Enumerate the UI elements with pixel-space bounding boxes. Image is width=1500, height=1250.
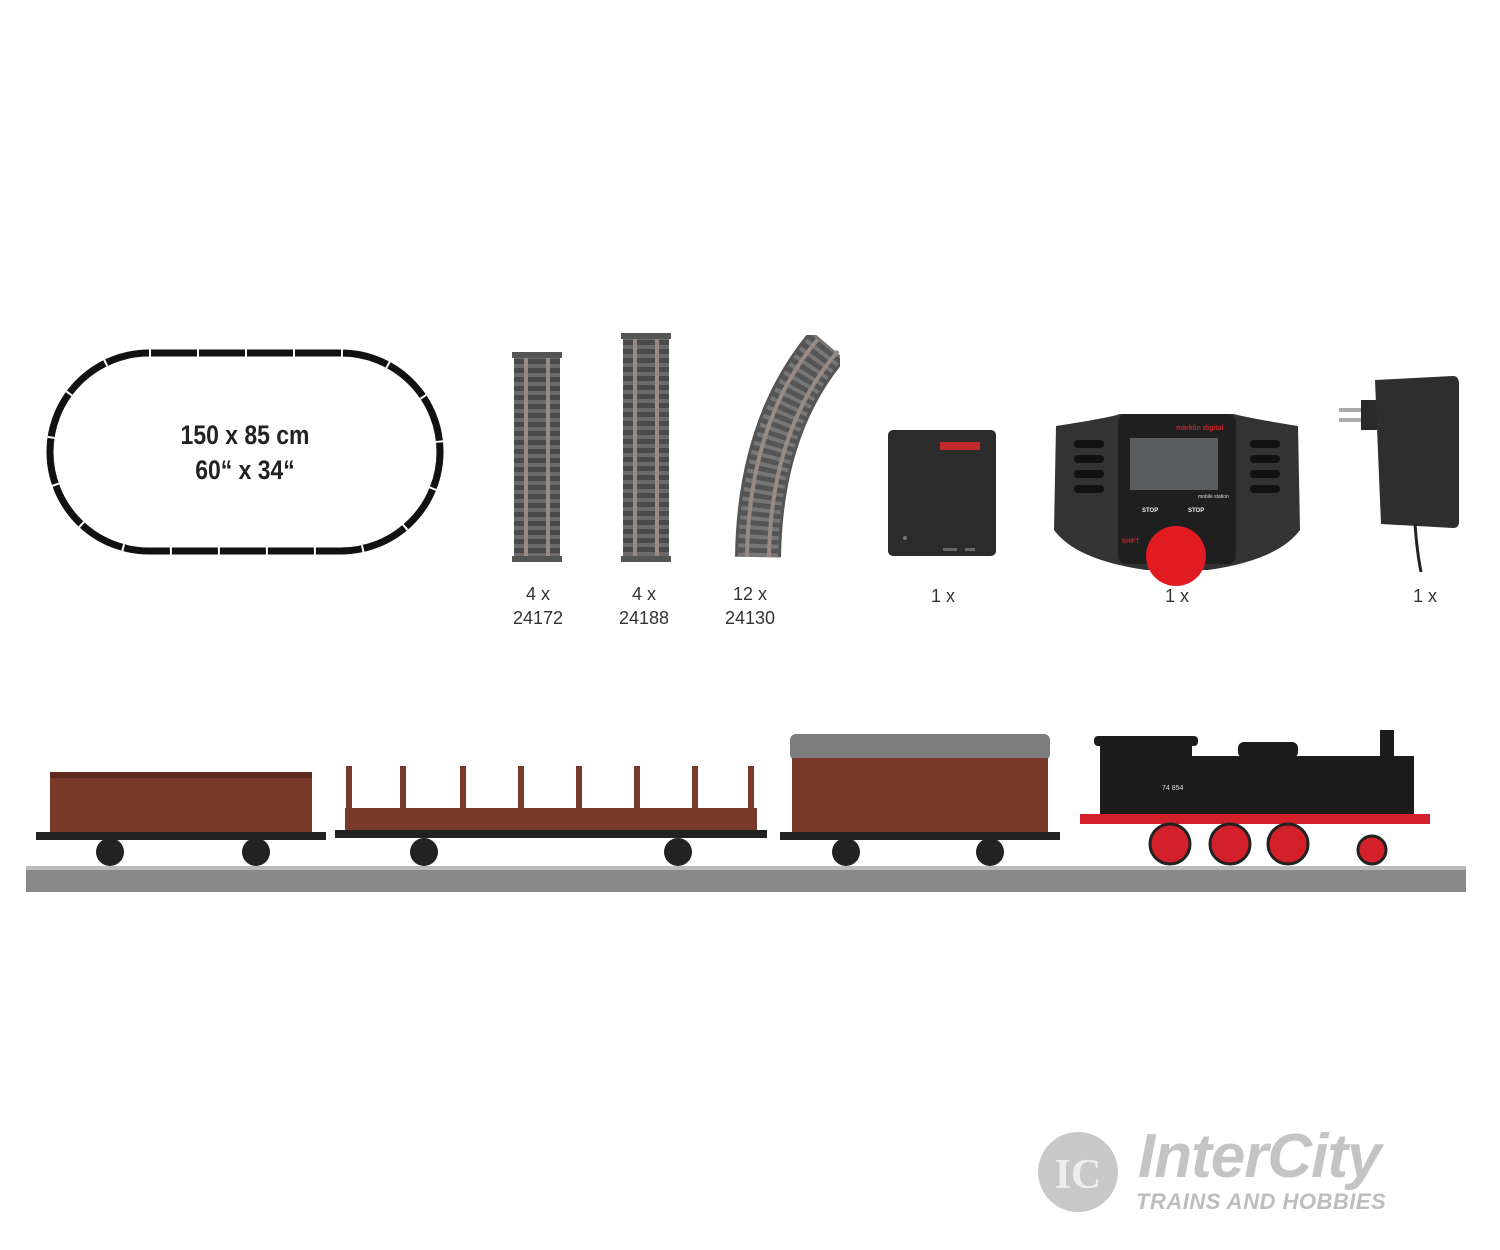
item-quantity: 4 x: [525, 584, 550, 604]
stop-button-left: STOP: [1142, 508, 1158, 514]
svg-text:IC: IC: [1055, 1152, 1102, 1198]
steam-locomotive: 74 854: [1080, 730, 1430, 866]
curved-track-icon: [735, 335, 840, 558]
loco-number: 74 854: [1162, 785, 1184, 792]
track-bed: [26, 866, 1466, 892]
shift-button: SHIFT: [1122, 539, 1140, 545]
item-quantity: 1 x: [1412, 586, 1437, 606]
layout-size-imperial: 60“ x 34“: [195, 455, 295, 485]
item-number: 24130: [724, 608, 776, 628]
train-illustration: 74 854: [26, 730, 1466, 892]
connector-box-icon: [888, 430, 996, 556]
boxcar: [780, 734, 1060, 866]
stake-wagon: [335, 766, 767, 866]
straight-track-icon: [621, 333, 671, 562]
item-quantity: 4 x: [631, 584, 656, 604]
layout-size-metric: 150 x 85 cm: [180, 420, 310, 450]
speed-knob: [1146, 526, 1206, 586]
oval-track-layout: [46, 349, 444, 555]
item-quantity: 1 x: [930, 586, 955, 606]
stop-button-right: STOP: [1188, 508, 1204, 514]
item-number: 24172: [512, 608, 564, 628]
mobile-station-icon: märklin digital mobile station STOP STOP…: [1054, 414, 1300, 586]
item-quantity: 1 x: [1164, 586, 1189, 606]
intercity-watermark-logo: IC InterCity TRAINS AND HOBBIES: [1036, 1126, 1456, 1220]
brand-logo: märklin digital: [1176, 425, 1224, 432]
model-label: mobile station: [1198, 494, 1229, 500]
item-quantity: 12 x: [732, 584, 768, 604]
open-goods-wagon: [36, 772, 326, 866]
ic-emblem-icon: IC: [1038, 1132, 1118, 1212]
watermark-main-text: InterCity: [1138, 1122, 1381, 1191]
straight-track-icon: [512, 352, 562, 562]
item-number: 24188: [618, 608, 670, 628]
watermark-sub-text: TRAINS AND HOBBIES: [1136, 1189, 1387, 1214]
power-supply-icon: [1339, 376, 1459, 573]
